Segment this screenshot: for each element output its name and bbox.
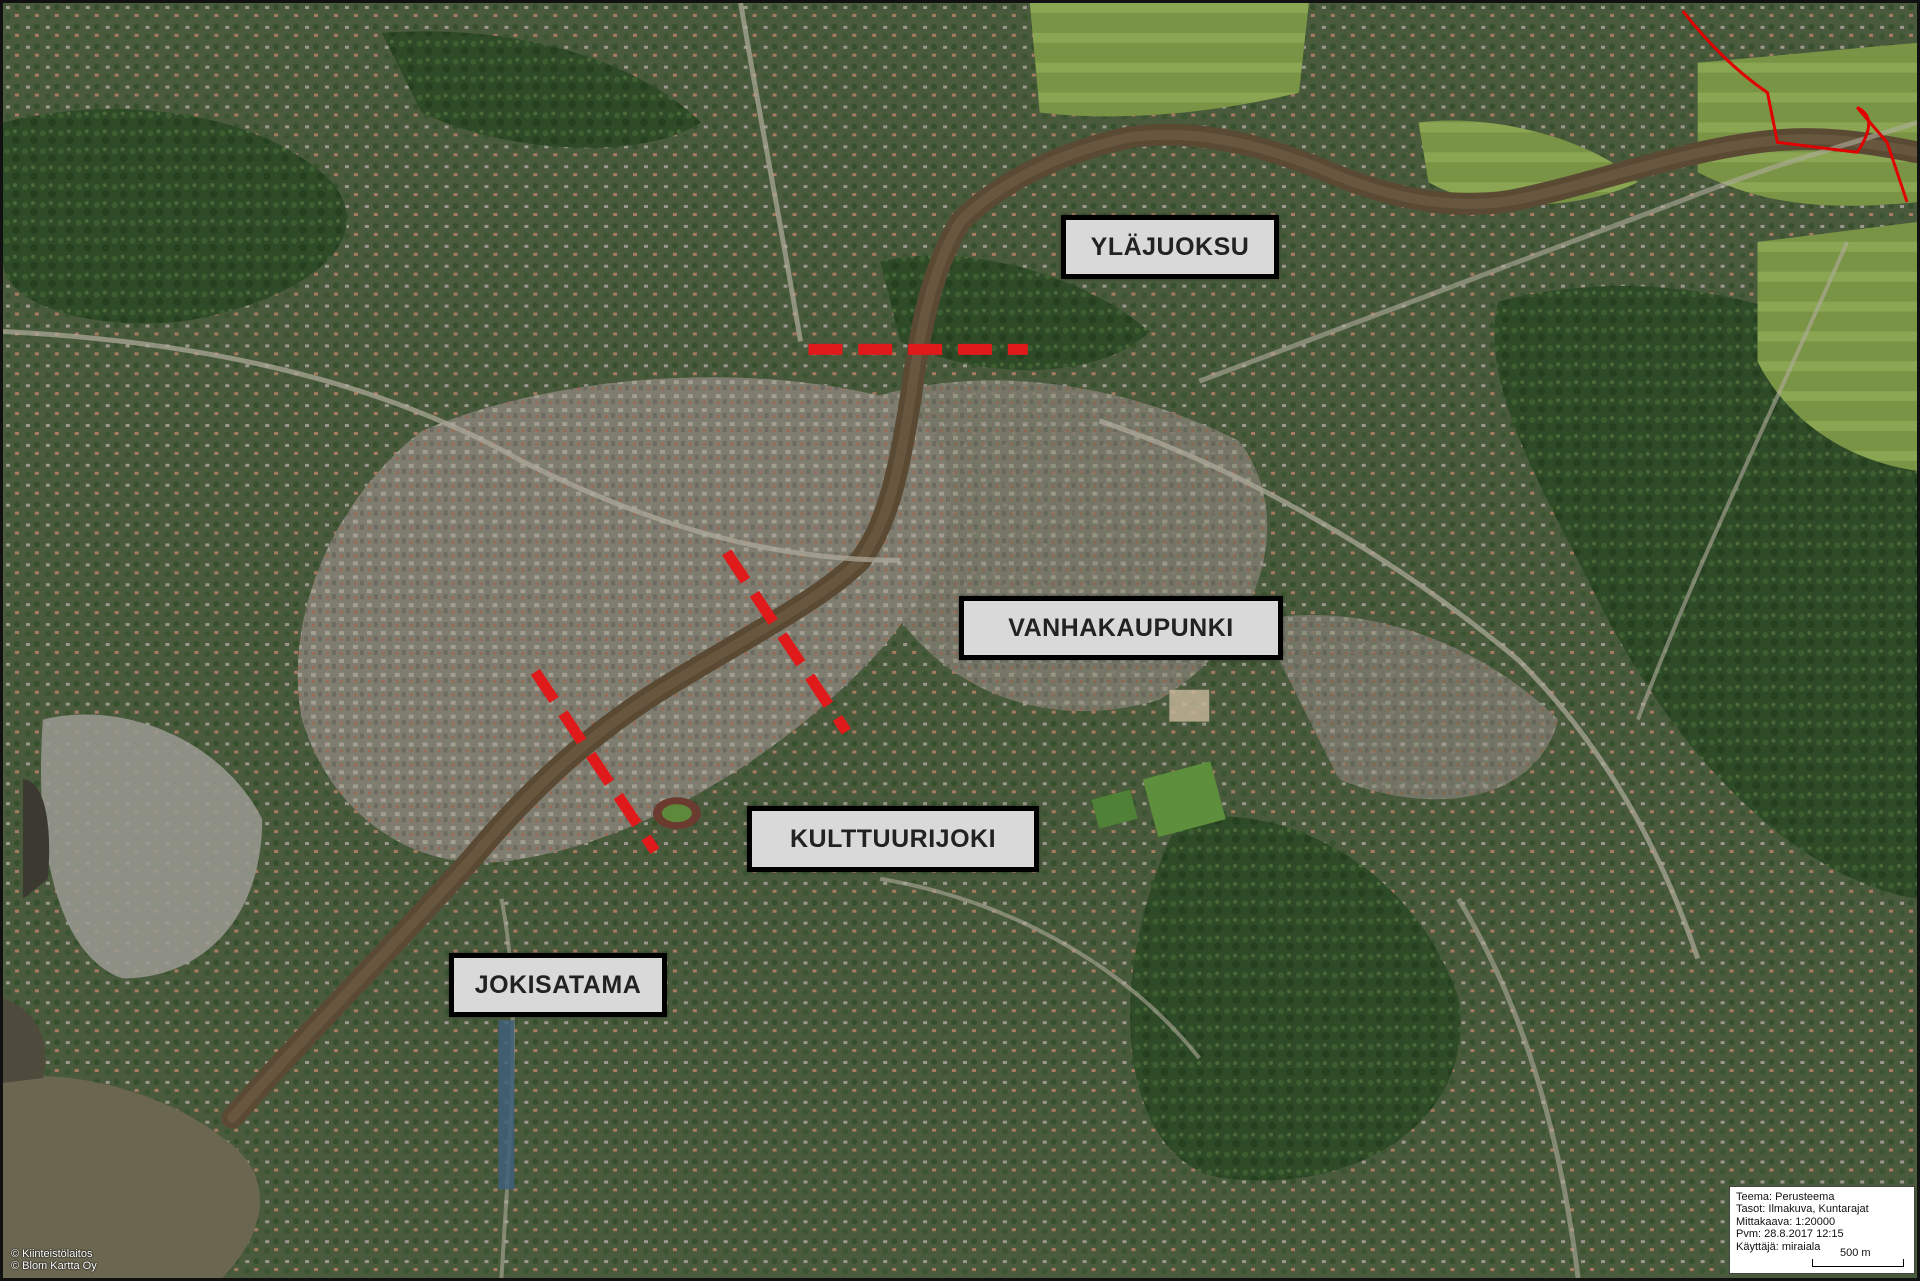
legend-layers: Tasot: Ilmakuva, Kuntarajat (1736, 1203, 1869, 1216)
dashed-line-kulttuurijoki (530, 668, 660, 855)
scalebar (1812, 1259, 1904, 1267)
pier (498, 1020, 515, 1190)
area-label-jokisatama[interactable]: JOKISATAMA (449, 953, 667, 1017)
road (1636, 241, 1850, 721)
legend-user: Käyttäjä: miraiala (1736, 1240, 1821, 1253)
sports-field (1142, 761, 1226, 838)
legend-date: Pvm: 28.8.2017 12:15 (1736, 1228, 1844, 1241)
forest-area (1494, 285, 1917, 899)
river-highlight (227, 129, 1917, 1123)
field-area (1029, 3, 1309, 117)
scalebar-label: 500 m (1840, 1246, 1871, 1259)
forest-area (381, 31, 701, 148)
forest-area (880, 255, 1150, 371)
area-label-vanhakaupunki[interactable]: VANHAKAUPUNKI (959, 596, 1283, 660)
road (738, 3, 803, 342)
legend-theme: Teema: Perusteema (1736, 1191, 1835, 1203)
harbour-area (40, 714, 263, 979)
sea (3, 1076, 261, 1278)
road (1098, 418, 1701, 960)
industrial-area (1259, 615, 1559, 800)
road (879, 876, 1201, 1060)
municipal-boundary (1681, 10, 1909, 203)
road (1456, 897, 1581, 1278)
field-area (1757, 221, 1917, 471)
stadium-field (661, 804, 692, 823)
dashed-line-vanhakaupunki (722, 549, 851, 735)
sports-field (1091, 789, 1138, 829)
map-legend: Teema: Perusteema Tasot: Ilmakuva, Kunta… (1729, 1186, 1915, 1274)
harbour-basin (22, 779, 50, 899)
road (3, 328, 901, 563)
area-label-kulttuurijoki[interactable]: KULTTUURIJOKI (747, 806, 1039, 872)
copyright-notice: © Kiinteistölaitos © Blom Kartta Oy (11, 1248, 97, 1272)
copyright-line: © Kiinteistölaitos (11, 1248, 93, 1260)
legend-scale: Mittakaava: 1:20000 (1736, 1215, 1836, 1228)
sand-field (1169, 689, 1210, 722)
city-centre (297, 377, 951, 863)
road (1198, 120, 1917, 384)
forest-area (1130, 816, 1461, 1181)
harbour-water (3, 998, 46, 1083)
copyright-line: © Blom Kartta Oy (11, 1260, 97, 1272)
area-label-ylajuoksu[interactable]: YLÄJUOKSU (1061, 215, 1279, 279)
map-canvas (3, 3, 1917, 1278)
forest-area (3, 109, 348, 324)
